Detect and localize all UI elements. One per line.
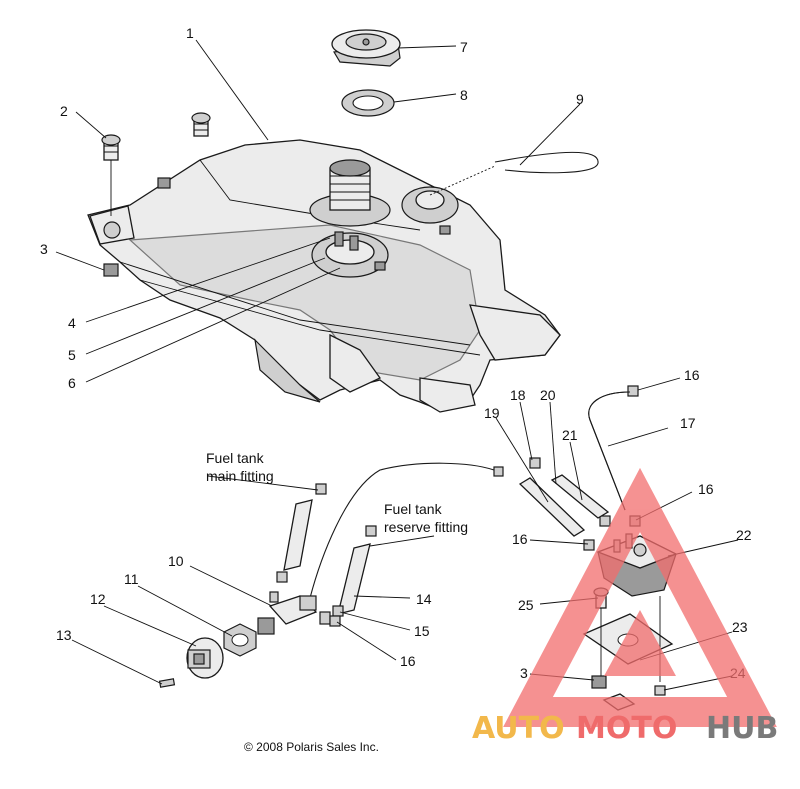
watermark-triangle-logo: [503, 467, 777, 727]
valve-knob: [186, 637, 224, 679]
fitting-annotations: Fuel tank main fitting Fuel tank reserve…: [206, 450, 468, 535]
knob-screw: [158, 678, 176, 688]
callout-9: 9: [576, 91, 584, 107]
callout-13: 13: [56, 627, 72, 643]
automotohub-watermark: AUTO MOTO HUB: [472, 467, 778, 746]
hex-nut: [223, 623, 257, 657]
callout-22: 22: [736, 527, 752, 543]
hose-clamp: [627, 385, 639, 397]
callout-16-bottom: 16: [400, 653, 416, 669]
copyright-notice: © 2008 Polaris Sales Inc.: [244, 740, 379, 754]
cap-gasket: [341, 89, 395, 117]
callout-4: 4: [68, 315, 76, 331]
callout-6: 6: [68, 375, 76, 391]
callout-23: 23: [732, 619, 748, 635]
callout-25: 25: [518, 597, 534, 613]
callout-5: 5: [68, 347, 76, 363]
fuel-tank: [87, 139, 561, 413]
vent-tube: [588, 391, 631, 511]
callout-10: 10: [168, 553, 184, 569]
callout-3-bottom: 3: [520, 665, 528, 681]
fuel-line: [309, 462, 495, 599]
hose-19: [518, 477, 586, 537]
fuel-cap: [331, 29, 401, 67]
nut-clip-lower: [591, 675, 607, 689]
hose-clamp: [599, 515, 611, 527]
bolt-left: [101, 134, 121, 161]
callout-17: 17: [680, 415, 696, 431]
callout-8: 8: [460, 87, 468, 103]
hose-clamp: [583, 539, 595, 551]
main-fitting-label-line1: Fuel tank: [206, 450, 265, 466]
reserve-fitting-label-line2: reserve fitting: [384, 519, 468, 535]
reserve-fitting-hose: [329, 525, 377, 627]
callout-19: 19: [484, 405, 500, 421]
tank-flange: [311, 231, 389, 278]
callout-labels: 1 2 3 4 5 6 7 8 9 10 11 12 13 14 15 16 1…: [40, 25, 752, 681]
callout-16-top: 16: [684, 367, 700, 383]
vent-fitting: [401, 186, 459, 224]
bracket-nut: [654, 685, 666, 696]
callout-14: 14: [416, 591, 432, 607]
callout-12: 12: [90, 591, 106, 607]
leader-lines: [55, 39, 739, 691]
nut-clip: [103, 263, 119, 277]
callout-2: 2: [60, 103, 68, 119]
watermark-hub: HUB: [706, 711, 778, 746]
callout-3-top: 3: [40, 241, 48, 257]
watermark-moto: MOTO: [576, 711, 677, 746]
reserve-fitting-label-line1: Fuel tank: [384, 501, 443, 517]
callout-11: 11: [124, 571, 139, 587]
watermark-auto: AUTO: [472, 711, 565, 746]
callout-21: 21: [562, 427, 578, 443]
callout-1: 1: [186, 25, 194, 41]
callout-18: 18: [510, 387, 526, 403]
callout-7: 7: [460, 39, 468, 55]
main-fitting-label-line2: main fitting: [206, 468, 274, 484]
hose-20: [550, 474, 610, 519]
fuel-valve: [257, 591, 331, 635]
vent-hose: [494, 151, 599, 174]
callout-15: 15: [414, 623, 430, 639]
filler-neck: [309, 159, 391, 227]
hose-clamp: [529, 457, 541, 469]
callout-16-mid: 16: [512, 531, 528, 547]
bolt-right: [191, 112, 211, 137]
callout-20: 20: [540, 387, 556, 403]
main-fitting-hose: [276, 483, 327, 583]
callout-16-right: 16: [698, 481, 714, 497]
